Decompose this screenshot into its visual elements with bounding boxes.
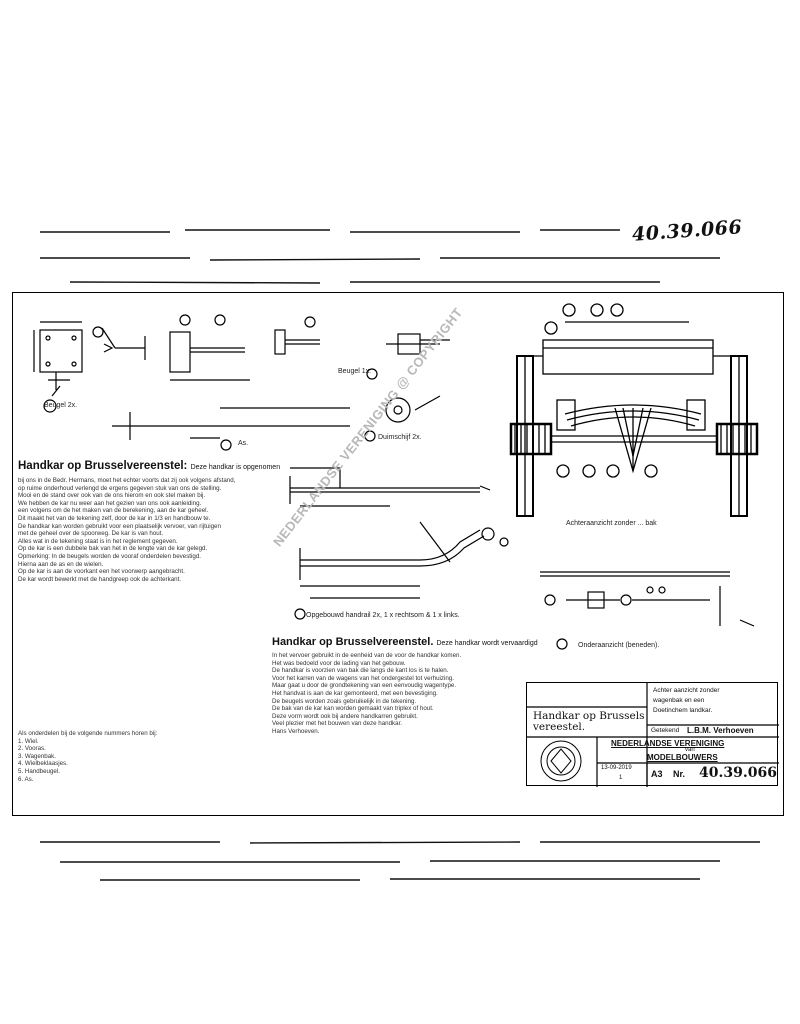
parts-list-intro: Als onderdelen bij de volgende nummers h… (18, 730, 158, 737)
middle-text-line: Hans Verhoeven. (272, 727, 320, 735)
drawing-sheet-frame (12, 292, 784, 816)
parts-list-item: 3. Wagenbak. (18, 752, 56, 760)
main-text-line: De kar wordt bewerkt met de handgreep oo… (18, 575, 182, 583)
title-block-format: A3 (651, 769, 663, 779)
cart-rear-view-drawing (509, 303, 759, 517)
middle-heading: Handkar op Brusselvereenstel. Deze handk… (272, 636, 538, 648)
middle-text-line: Voor het karren van de wagens van het on… (272, 674, 454, 682)
title-block: ​ Handkar op Brussels vereestel. Achter … (526, 682, 779, 787)
title-block-grid (527, 683, 779, 787)
main-text-line: met de geheel over de spoorweg. De kar i… (18, 530, 164, 538)
main-description: bij ons in de Bedr. Hermans, moet het ec… (18, 477, 268, 583)
main-heading: Handkar op Brusselvereenstel: Deze handk… (18, 460, 280, 472)
handrail-drawings (289, 467, 509, 620)
middle-text-line: Het handvat is aan de kar gemonteerd, me… (272, 689, 438, 697)
parts-list-item: 4. Wielbeklaasjes. (18, 760, 68, 768)
middle-text-line: De bak van de kar kan worden gemaakt van… (272, 705, 434, 713)
main-heading-intro: Deze handkar is opgenomen (190, 464, 281, 471)
title-block-note-1: Achter aanzicht zonder (653, 687, 720, 694)
middle-heading-intro: Deze handkar wordt vervaardigd (436, 640, 538, 647)
title-block-note-2: wagenbak en een (653, 697, 705, 704)
main-text-line: Opmerking: In de beugels worden de voora… (18, 552, 201, 560)
title-block-sheet: 1 (619, 775, 623, 781)
drawn-by-label: Getekend (651, 727, 680, 734)
middle-text-line: Deze vorm wordt ook bij andere handkarre… (272, 712, 418, 720)
title-block-number-label: Nr. (673, 769, 686, 779)
rear-view-caption: Achteraanzicht zonder ... bak (566, 520, 657, 527)
parts-list: Als onderdelen bij de volgende nummers h… (18, 730, 218, 783)
title-block-date: 13-09-2019 (601, 765, 632, 771)
middle-text-line: In het vervoer gebruikt in de eenheid va… (272, 652, 462, 659)
bracket-detail-drawings (33, 314, 450, 451)
middle-description: In het vervoer gebruikt in de eenheid va… (272, 652, 522, 736)
handrail-label: Opgebouwd handrail 2x, 1 x rechtsom & 1 … (306, 612, 460, 619)
main-text-line: Mooi en de stand over ook van de ons hie… (18, 492, 206, 500)
lower-axle-drawing (540, 571, 755, 650)
beugel-label: Beugel 2x. (44, 402, 78, 409)
lower-view-label: Onderaanzicht (beneden). (578, 642, 660, 649)
association-line-1: NEDERLANDSE VERENIGING (611, 739, 725, 748)
main-text-line: Op de kar is een dubbele bak van het in … (18, 545, 208, 553)
main-text-line: Op de kar is aan de voorkant een het voo… (18, 568, 185, 576)
main-text-line: Dit maakt het van de tekening zelf, door… (18, 514, 211, 522)
main-text-line: een volgens om de het maken van de berek… (18, 507, 209, 515)
parts-list-item: 5. Handbeugel. (18, 767, 60, 775)
association-line-3: MODELBOUWERS (647, 753, 718, 762)
middle-heading-title: Handkar op Brusselvereenstel. (272, 636, 434, 648)
main-text-line: op ruime onderhoud verlengd de ergens ge… (18, 484, 222, 492)
main-text-line: We hebben de kar nu weer aan het gezien … (18, 499, 202, 507)
main-text-line: De handkar kan worden gebruikt voor een … (18, 522, 221, 530)
title-block-note-3: Doetinchem landkar. (653, 707, 713, 714)
duimschijf-label: Duimschijf 2x. (378, 434, 422, 441)
parts-list-item: 2. Vooras. (18, 745, 46, 753)
title-block-drawing-number: 40.39.066 (699, 765, 777, 781)
middle-text-line: Veel plezier met het bouwen van deze han… (272, 720, 403, 728)
association-line-2: van (685, 747, 695, 753)
beugel-1x-label: Beugel 1x. (338, 368, 372, 375)
middle-text-line: Het was bedoeld voor de lading van het g… (272, 659, 406, 667)
middle-text-line: De beugels worden zoals gebruikelijk in … (272, 697, 417, 705)
main-text-line: bij ons in de Bedr. Hermans, moet het ec… (18, 477, 236, 484)
main-text-line: Hierna aan de as en de wielen. (18, 560, 104, 568)
middle-text-line: De handkar is voorzien van bak die langs… (272, 667, 449, 675)
main-heading-title: Handkar op Brusselvereenstel: (18, 460, 188, 472)
middle-text-line: Maar gaat u door de grondtekening van ee… (272, 682, 457, 690)
as-label: As. (238, 440, 249, 447)
parts-list-item: 6. As. (18, 775, 34, 783)
parts-list-item: 1. Wiel. (18, 737, 39, 745)
title-block-drawing-title: Handkar op Brussels vereestel. (533, 710, 645, 733)
main-text-line: Alles wat in de tekening staat is in het… (18, 537, 178, 545)
drawn-by-name: L.B.M. Verhoeven (687, 726, 754, 735)
